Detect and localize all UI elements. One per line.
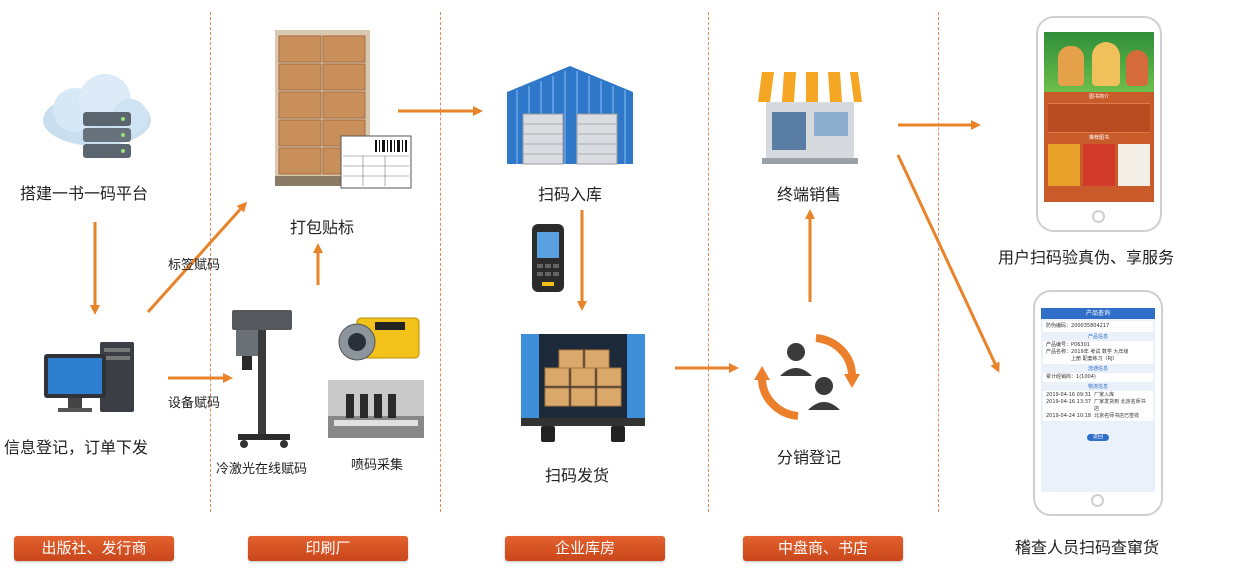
book-cover-image [1083,144,1115,186]
edge-device-code: 设备赋码 [168,396,221,411]
node-pack-label: 打包贴标 [290,218,355,237]
divider [440,12,441,512]
distribution-cycle-icon [754,334,860,420]
inspector-phone: 产品查询 防伪编码：200035804217 产品信息 产品编号：P06301 … [1033,290,1163,516]
phone-section-recommend: 推荐图书 [1088,135,1109,141]
stage-badge-retailer: 中盘商、书店 [743,536,903,561]
query-header: 产品查询 [1041,308,1155,319]
packed-cartons-icon [275,30,412,189]
node-scan-ship-label: 扫码发货 [545,466,610,485]
node-register-label: 信息登记，订单下发 [4,438,149,457]
section-circulation: 流通信息 [1087,366,1108,372]
spray-coding-line-icon [328,380,424,438]
node-user-label: 用户扫码验真伪、享服务 [998,248,1175,267]
cloud-server-icon [43,74,151,158]
recommend-books [1044,142,1154,188]
phone-section-intro: 图书简介 [1088,94,1109,100]
back-button[interactable]: 返回 [1086,434,1109,441]
node-platform-label: 搭建一书一码平台 [20,184,149,203]
desktop-computer-icon [44,342,134,412]
node-inspect-label: 稽查人员扫码查窜货 [1015,538,1160,557]
divider [708,12,709,512]
query-screen: 产品查询 防伪编码：200035804217 产品信息 产品编号：P06301 … [1041,308,1155,492]
edge-label-code: 标签赋码 [168,258,221,273]
laser-marker-icon [232,310,292,448]
handheld-scanner-icon [532,224,564,292]
stage-badge-warehouse: 企业库房 [505,536,665,561]
delivery-truck-icon [521,334,645,442]
warehouse-icon [507,66,633,165]
code-row: 防伪编码：200035804217 [1043,321,1153,332]
section-product: 产品信息 [1087,334,1108,340]
consumer-phone: 图书简介 推荐图书 [1036,16,1162,232]
arrow-retail-inspect [896,154,1000,373]
retail-store-icon [758,72,862,164]
node-dist-label: 分销登记 [777,448,842,467]
book-banner-image [1044,32,1154,92]
circulation-info: 累计经销商：1(1004) [1043,373,1153,382]
divider [938,12,939,512]
home-button [1091,494,1104,507]
section-logistics: 物流信息 [1087,384,1108,390]
intro-text-block [1048,103,1150,133]
home-button [1092,210,1105,223]
node-retail-label: 终端销售 [777,185,842,204]
node-spray-label: 喷码采集 [351,458,404,473]
book-cover-image [1048,144,1080,186]
code-reader-camera-icon [338,317,420,361]
stage-badge-printer: 印刷厂 [248,536,408,561]
book-cover-image [1118,144,1150,186]
product-info: 产品编号：P06301 产品名称：2019年 考试 数学 九年级 上册 配套练习… [1043,341,1153,364]
divider [210,12,211,512]
phone-screen: 图书简介 推荐图书 [1044,32,1154,202]
node-laser-label: 冷激光在线赋码 [216,462,308,477]
node-scan-in-label: 扫码入库 [538,185,603,204]
stage-badge-publisher: 出版社、发行商 [14,536,174,561]
